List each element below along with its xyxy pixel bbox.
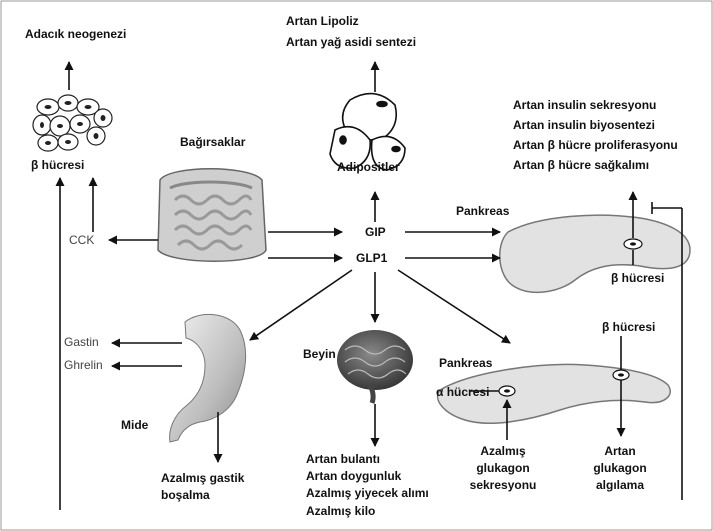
gip-label: GIP (365, 225, 386, 240)
islet-neogenesis-label: Adacık neogenezi (25, 27, 126, 42)
glucagon-secretion-line-2: glukagon (476, 461, 529, 476)
brain-image (337, 330, 413, 403)
brain-label: Beyin (303, 347, 336, 362)
glucagon-sensing-line-2: glukagon (593, 461, 646, 476)
brain-effect-1: Artan bulantı (306, 452, 380, 467)
pancreas-top-label: Pankreas (456, 204, 509, 219)
intestines-label: Bağırsaklar (180, 135, 245, 150)
gastric-emptying-line-2: boşalma (161, 488, 210, 503)
glp1-label: GLP1 (356, 251, 387, 266)
islet-cluster-image (33, 95, 112, 151)
alpha-cell-label: α hücresi (436, 385, 489, 400)
glucagon-secretion-line-3: sekresyonu (470, 478, 537, 493)
ghrelin-label: Ghrelin (64, 358, 103, 373)
beta-cell-pancreas-label: β hücresi (611, 271, 664, 286)
beta-cell-bottom-label: β hücresi (602, 320, 655, 335)
insulin-effect-2: Artan insulin biyosentezi (513, 118, 655, 133)
lipolysis-line-2: Artan yağ asidi sentezi (286, 35, 416, 50)
brain-effect-3: Azalmış yiyecek alımı (306, 486, 429, 501)
adipocytes-image (330, 94, 405, 170)
beta-cell-left-label: β hücresi (31, 158, 84, 173)
glucagon-secretion-line-1: Azalmış (480, 444, 525, 459)
glucagon-sensing-line-3: algılama (596, 478, 644, 493)
cck-label: CCK (69, 233, 94, 248)
insulin-effect-4: Artan β hücre sağkalımı (513, 158, 649, 173)
insulin-effect-1: Artan insulin sekresyonu (513, 98, 656, 113)
intestines-image (158, 169, 266, 262)
adipocytes-label: Adipositler (337, 160, 400, 175)
pancreas-bottom-label: Pankreas (439, 356, 492, 371)
brain-effect-2: Artan doygunluk (306, 469, 401, 484)
stomach-label: Mide (121, 418, 148, 433)
lipolysis-line-1: Artan Lipoliz (286, 14, 359, 29)
insulin-effect-3: Artan β hücre proliferasyonu (513, 138, 678, 153)
gastric-emptying-line-1: Azalmış gastik (161, 471, 244, 486)
glucagon-sensing-line-1: Artan (604, 444, 635, 459)
stomach-image (170, 314, 246, 442)
gastrin-label: Gastin (64, 335, 99, 350)
brain-effect-4: Azalmış kilo (306, 504, 375, 519)
